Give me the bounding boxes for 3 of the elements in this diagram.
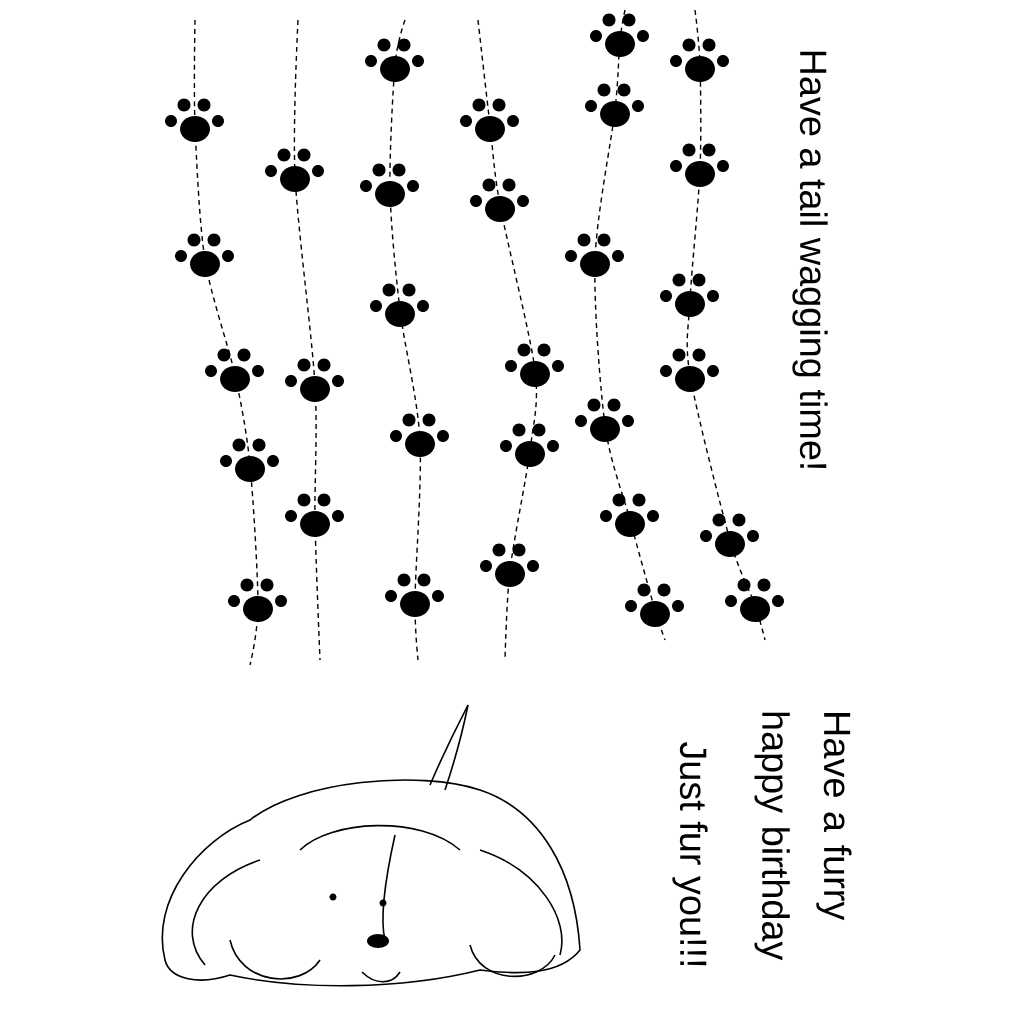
greeting-text: Have a tail wagging time!	[792, 51, 828, 468]
greeting-text: Have a furry happy birthday	[754, 712, 852, 961]
greeting-text: Just fur you!!!	[672, 742, 708, 966]
